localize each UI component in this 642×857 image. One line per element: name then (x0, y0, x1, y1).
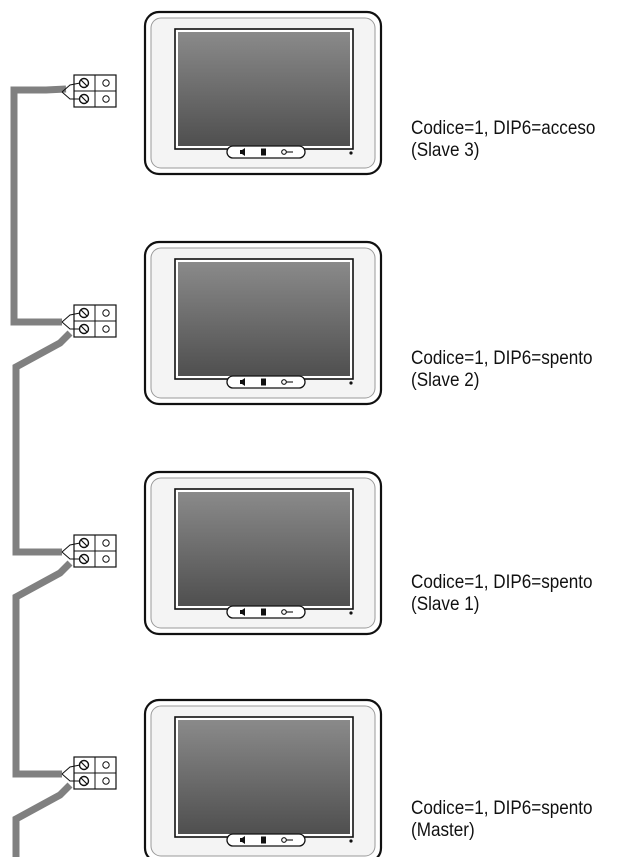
bus-wire-segment (12, 330, 73, 556)
screw-slot (80, 325, 88, 333)
wire-stub (61, 764, 81, 775)
indicator-led (349, 151, 353, 155)
screen-display (178, 720, 350, 834)
document-icon (261, 378, 266, 386)
monitor-code-text: Codice=1, DIP6=acceso (411, 118, 596, 139)
monitor-label-1: Codice=1, DIP6=spento (Slave 2) (411, 348, 618, 392)
screen-display (178, 492, 350, 606)
speaker-shape (240, 378, 245, 386)
document-icon (261, 608, 266, 616)
screw-slot (80, 777, 88, 785)
wire-stub (61, 82, 81, 93)
empty-terminal-icon (102, 325, 110, 333)
document-shape (261, 836, 266, 844)
empty-terminal-icon (102, 539, 110, 547)
empty-terminal-icon (102, 777, 110, 785)
indicator-led (349, 839, 353, 843)
monitor-label-2: Codice=1, DIP6=spento (Slave 1) (411, 572, 618, 616)
indicator-led (349, 381, 353, 385)
terminal-block (61, 74, 117, 108)
screw-slot (80, 309, 88, 317)
terminal-block (61, 304, 117, 338)
screw-slot (80, 539, 88, 547)
monitor-label-0: Codice=1, DIP6=acceso (Slave 3) (411, 118, 618, 162)
wire-stub (61, 542, 81, 553)
terminal-block (61, 534, 117, 568)
speaker-shape (240, 148, 245, 156)
monitor-label-3: Codice=1, DIP6=spento (Master) (411, 798, 618, 842)
screw-slot (80, 555, 88, 563)
indicator-led (349, 611, 353, 615)
wire-stub (61, 321, 80, 330)
document-shape (261, 148, 266, 156)
empty-terminal-icon (102, 79, 110, 87)
empty-terminal-icon (102, 555, 110, 563)
speaker-shape (240, 836, 245, 844)
bus-wires (10, 85, 73, 857)
terminal-block (61, 756, 117, 790)
wire-stub (61, 312, 81, 323)
monitor-code-text: Codice=1, DIP6=spento (411, 572, 593, 593)
monitor-unit (61, 10, 383, 176)
document-icon (261, 836, 266, 844)
key-icon (281, 837, 293, 843)
speaker-icon (240, 608, 245, 616)
screen-display (178, 32, 350, 146)
monitor-code-text: Codice=1, DIP6=spento (411, 798, 593, 819)
speaker-icon (240, 148, 245, 156)
monitor-unit (61, 470, 383, 636)
monitor-role-text: (Slave 1) (411, 594, 480, 615)
screw-slot (80, 95, 88, 103)
document-icon (261, 148, 266, 156)
monitor-code-text: Codice=1, DIP6=spento (411, 348, 593, 369)
bus-wire-segment (12, 782, 73, 857)
key-icon (281, 609, 293, 615)
monitor-role-text: (Master) (411, 820, 475, 841)
empty-terminal-icon (102, 95, 110, 103)
screw-slot (80, 761, 88, 769)
empty-terminal-icon (102, 309, 110, 317)
bus-wire-segment (10, 85, 67, 326)
monitor-unit (61, 240, 383, 406)
empty-terminal-icon (102, 761, 110, 769)
screen-display (178, 262, 350, 376)
key-icon (281, 149, 293, 155)
speaker-shape (240, 608, 245, 616)
speaker-icon (240, 836, 245, 844)
monitor-unit (61, 698, 383, 857)
key-icon (281, 379, 293, 385)
bus-wire-segment (12, 560, 73, 778)
monitor-role-text: (Slave 2) (411, 370, 480, 391)
document-shape (261, 608, 266, 616)
monitor-role-text: (Slave 3) (411, 140, 480, 161)
wire-stub (61, 551, 80, 560)
document-shape (261, 378, 266, 386)
screw-slot (80, 79, 88, 87)
speaker-icon (240, 378, 245, 386)
wire-stub (61, 773, 80, 782)
monitor-units (61, 10, 383, 857)
wire-stub (61, 91, 80, 100)
